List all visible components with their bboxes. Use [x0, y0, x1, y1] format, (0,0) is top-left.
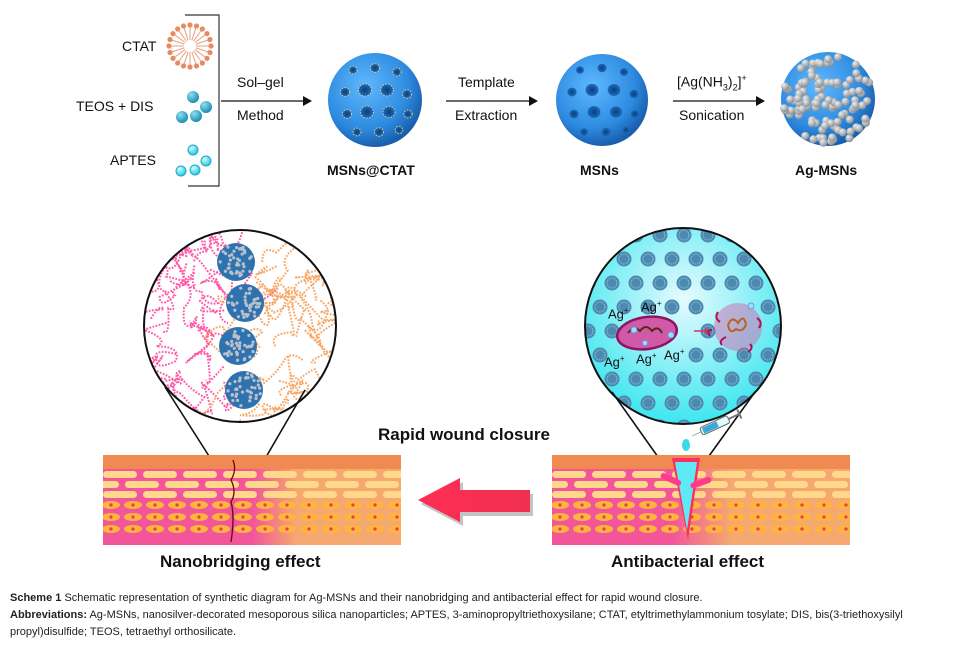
silica-precursor-spheres-icon — [176, 91, 212, 123]
figure-caption: Scheme 1 Schematic representation of syn… — [10, 590, 955, 641]
msns-ctat-particle — [328, 53, 422, 147]
reagent-label-aptes: APTES — [110, 152, 156, 168]
reagent-label-ctat: CTAT — [122, 38, 157, 54]
gel-drop — [682, 439, 690, 451]
antibacterial-effect-label: Antibacterial effect — [611, 552, 765, 571]
silver-ion-label: Ag+ — [604, 354, 625, 370]
aptes-spheres-icon — [175, 144, 212, 177]
rapid-closure-arrow — [418, 478, 533, 526]
bacterium-lysed — [707, 302, 762, 353]
product-label-ag-msns: Ag-MSNs — [795, 162, 858, 178]
syringe-icon — [691, 408, 743, 437]
silver-ion-label: Ag+ — [636, 351, 657, 367]
step1-bottom-label: Method — [237, 107, 284, 123]
sol-gel-arrow — [221, 96, 312, 106]
nanobridging-effect-label: Nanobridging effect — [160, 552, 321, 571]
skin-tissue-wounded — [552, 455, 850, 545]
abbreviations-caption: Abbreviations: Ag-MSNs, nanosilver-decor… — [10, 609, 903, 638]
ag-msns-particle — [780, 52, 875, 147]
sonication-arrow — [673, 96, 765, 106]
step2-bottom-label: Extraction — [455, 107, 518, 123]
silver-ion-label: Ag+ — [608, 306, 629, 322]
silver-ion-label: Ag+ — [664, 347, 685, 363]
msns-particle — [556, 54, 648, 146]
silver-ion-label: Ag+ — [641, 299, 662, 315]
closed-wound-line — [230, 459, 236, 543]
step3-top-label: [Ag(NH3)2]+ — [677, 73, 747, 93]
scheme-caption: Scheme 1 Schematic representation of syn… — [10, 592, 703, 604]
product-label-msns-ctat: MSNs@CTAT — [327, 162, 415, 178]
rapid-wound-closure-label: Rapid wound closure — [378, 425, 550, 444]
step2-top-label: Template — [458, 74, 515, 90]
product-label-msns: MSNs — [580, 162, 619, 178]
reagent-label-teos-dis: TEOS + DIS — [76, 98, 154, 114]
skin-tissue-closed — [103, 455, 401, 545]
antibacterial-magnified-view — [584, 227, 782, 425]
reagent-bracket — [185, 14, 220, 187]
step1-top-label: Sol–gel — [237, 74, 284, 90]
micelle-icon — [166, 22, 214, 70]
wound-gel — [675, 462, 697, 530]
step3-bottom-label: Sonication — [679, 107, 745, 123]
template-extraction-arrow — [446, 96, 538, 106]
bacterium-intact — [615, 315, 679, 351]
